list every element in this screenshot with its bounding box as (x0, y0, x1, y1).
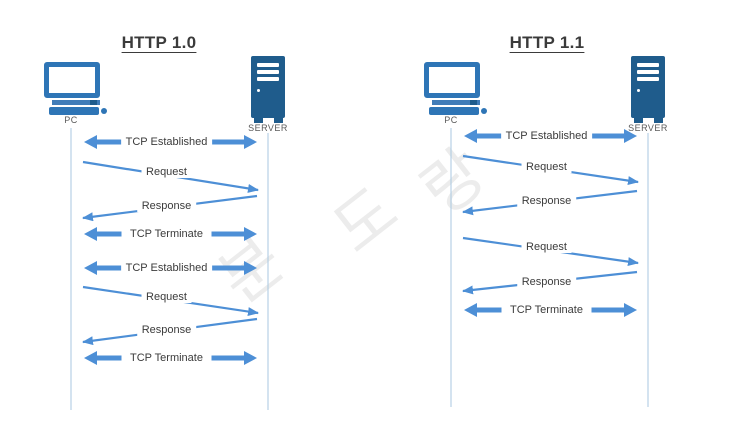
server-slat-icon (257, 77, 279, 81)
server-body-icon (251, 56, 285, 118)
server-led-icon (257, 89, 260, 92)
pc-icon (424, 62, 488, 116)
tcp-arrow-left (464, 129, 502, 143)
server-foot-icon (634, 118, 643, 123)
message-label: Response (516, 195, 577, 207)
pc-base-icon (49, 107, 99, 115)
tcp-arrow-right (211, 351, 257, 365)
pc-monitor-icon (424, 62, 480, 98)
pc-icon (44, 62, 108, 116)
server-label: SERVER (248, 123, 288, 133)
pc-mouse-icon (481, 108, 487, 114)
tcp-arrow-right (211, 261, 257, 275)
diagram-title: HTTP 1.0 (121, 33, 197, 52)
server-led-icon (637, 89, 640, 92)
server-slat-icon (637, 63, 659, 67)
tcp-arrow-right (211, 135, 257, 149)
server-slat-icon (637, 77, 659, 81)
server-foot-icon (654, 118, 663, 123)
message-label: TCP Terminate (125, 352, 208, 364)
tcp-arrow-right (211, 227, 257, 241)
message-label: Response (516, 276, 577, 288)
server-slat-icon (637, 70, 659, 74)
message-label: Response (136, 200, 197, 212)
tcp-arrow-left (84, 351, 122, 365)
message-label: TCP Established (500, 130, 593, 142)
pc-monitor-icon (44, 62, 100, 98)
message-label: Request (521, 161, 572, 173)
server-icon (250, 56, 290, 126)
server-body-icon (631, 56, 665, 118)
pc-tray-icon (52, 100, 100, 105)
server-label: SERVER (628, 123, 668, 133)
server-slat-icon (257, 63, 279, 67)
tcp-arrow-right (591, 303, 637, 317)
pc-tray-icon (432, 100, 480, 105)
pc-label: PC (444, 115, 458, 125)
message-label: TCP Established (120, 262, 213, 274)
diagram-title: HTTP 1.1 (509, 33, 585, 52)
tcp-arrow-left (84, 227, 122, 241)
tcp-arrow-left (464, 303, 502, 317)
server-slat-icon (257, 70, 279, 74)
tcp-arrow-right (591, 129, 637, 143)
message-label: Response (136, 324, 197, 336)
message-label: Request (141, 291, 192, 303)
pc-mouse-icon (101, 108, 107, 114)
server-foot-icon (274, 118, 283, 123)
pc-label: PC (64, 115, 78, 125)
server-foot-icon (254, 118, 263, 123)
message-label: TCP Terminate (125, 228, 208, 240)
message-label: Request (521, 241, 572, 253)
tcp-arrow-left (84, 261, 122, 275)
message-label: TCP Terminate (505, 304, 588, 316)
message-label: Request (141, 166, 192, 178)
tcp-arrow-left (84, 135, 122, 149)
pc-base-icon (429, 107, 479, 115)
server-icon (630, 56, 670, 126)
message-label: TCP Established (120, 136, 213, 148)
